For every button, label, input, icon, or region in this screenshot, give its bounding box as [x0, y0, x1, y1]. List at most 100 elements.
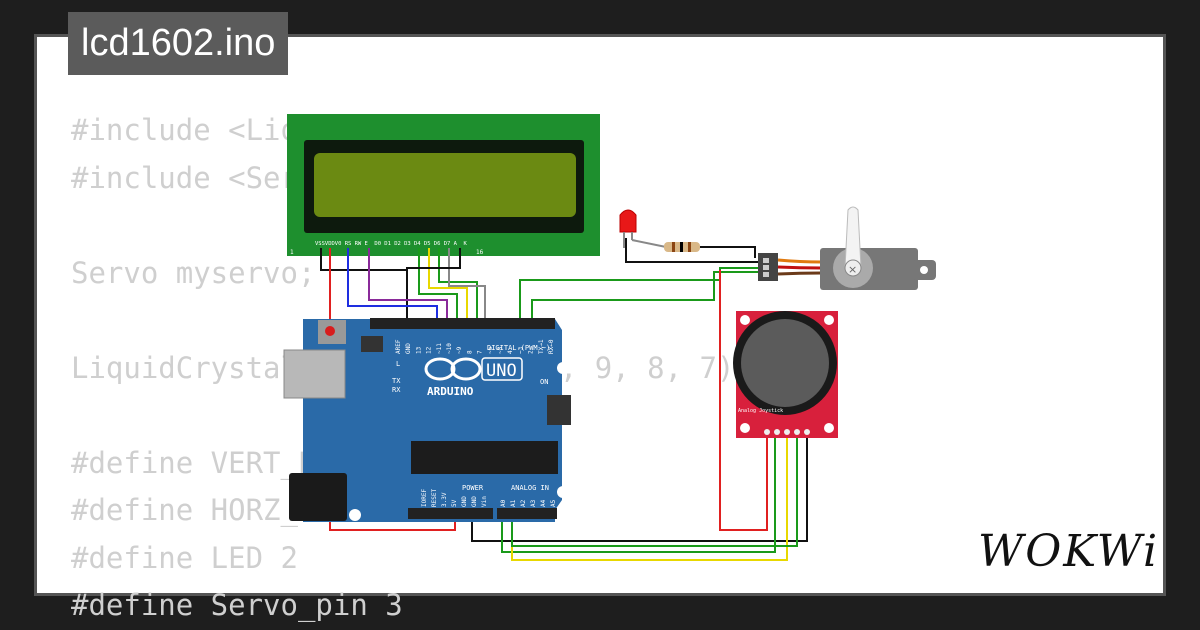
digital-pin-label: 2	[528, 350, 535, 354]
lcd-pin-first: 1	[290, 249, 294, 256]
on-label: ON	[540, 378, 548, 386]
lcd-pin-label: VDD	[325, 241, 335, 247]
power-pin-label: 3.3V	[441, 492, 448, 507]
analog-pin-label: A5	[550, 499, 557, 507]
uno-label: UNO	[486, 361, 517, 381]
code-line: Servo myservo;	[71, 255, 316, 290]
joystick-knob[interactable]	[741, 319, 829, 407]
wire-lcd-d6	[438, 248, 478, 321]
digital-pin-label: GND	[405, 343, 412, 354]
analog-pin-label: A3	[530, 499, 537, 507]
wire-joystick-vert	[501, 436, 776, 553]
lcd-pin-label: A	[454, 241, 458, 247]
digital-pin-label: ~11	[436, 343, 443, 354]
icsp-header	[361, 336, 571, 425]
arduino-logo-text: ARDUINO	[427, 385, 474, 398]
digital-pin-label: 7	[477, 350, 484, 354]
digital-pin-label: ~10	[446, 343, 453, 354]
analog-pin-label: A1	[510, 499, 517, 507]
lcd-pin-label: D0	[374, 241, 381, 247]
joystick-pins	[764, 429, 810, 435]
joystick-label: Analog Joystick	[738, 408, 783, 414]
wire-lcd-k-gnd	[406, 248, 461, 269]
mount-hole	[557, 362, 569, 374]
code-line: #define LED 2	[71, 540, 298, 575]
uno-badge	[481, 357, 523, 381]
digital-pin-label: 12	[426, 346, 433, 354]
lcd-pin-label: D5	[424, 241, 431, 247]
wire-lcd-d4	[418, 248, 458, 321]
file-tab[interactable]: lcd1602.ino	[68, 12, 289, 75]
analog-joystick[interactable]: Analog Joystick	[733, 311, 838, 438]
power-pin-label: IOREF	[421, 489, 428, 507]
resistor[interactable]	[631, 239, 700, 252]
analog-pin-label: A2	[520, 499, 527, 507]
servo-horn[interactable]	[844, 206, 862, 269]
wokwi-logo: WOKWi	[978, 526, 1160, 577]
l-led-label: L	[396, 360, 400, 368]
power-label: POWER	[462, 484, 484, 492]
lcd-pin-last: 16	[476, 249, 484, 256]
wire-joystick-vcc	[719, 270, 768, 531]
atmega-chip	[411, 441, 558, 474]
lcd-pin-label: VSS	[315, 241, 325, 247]
power-pin-label: 5V	[451, 499, 458, 507]
servo-motor[interactable]: ×	[758, 206, 936, 290]
lcd-pin-label: D4	[414, 241, 421, 247]
svg-text:×: ×	[848, 263, 857, 276]
lcd-pin-label: D1	[384, 241, 391, 247]
lcd-pin-label: D7	[444, 241, 451, 247]
digital-pin-label: ~3	[517, 346, 524, 354]
digital-pin-label: TX→1	[538, 339, 545, 354]
wire-lcd-rs	[347, 248, 438, 321]
digital-label: DIGITAL (PWM ~)	[487, 344, 550, 352]
rx-label: RX	[392, 386, 401, 394]
power-jack	[289, 473, 347, 521]
digital-pin-label: 8	[466, 350, 473, 354]
analog-label: ANALOG IN	[511, 484, 549, 492]
usb-port	[283, 349, 346, 399]
arduino-logo: ARDUINO	[424, 357, 482, 398]
arduino-uno[interactable]: ARDUINO UNO ON L TX RX DIGITAL (PWM ~) A…	[283, 318, 571, 522]
lcd-screen[interactable]	[314, 153, 576, 217]
digital-pin-label: ~6	[487, 346, 494, 354]
led-body	[619, 209, 637, 233]
lcd-pin-label: RS	[345, 241, 352, 247]
digital-pin-label: ~5	[497, 346, 504, 354]
reset-button[interactable]	[325, 326, 335, 336]
tx-label: TX	[392, 377, 401, 385]
lcd-pin-label: K	[464, 241, 468, 247]
analog-header	[497, 508, 557, 519]
mount-hole	[349, 509, 361, 521]
lcd-pin-label: D2	[394, 241, 401, 247]
power-pin-label: Vin	[481, 496, 488, 507]
power-pin-label: GND	[471, 496, 478, 507]
wire-joystick-sel	[511, 436, 798, 547]
wire-servo-signal	[519, 267, 760, 321]
digital-pin-label: RX←0	[548, 339, 555, 354]
analog-pin-label: A4	[540, 499, 547, 507]
wire-led-d2	[531, 271, 760, 321]
lcd-pin-label: RW	[355, 241, 362, 247]
power-pin-label: RESET	[431, 489, 438, 507]
wire-resistor-led	[700, 246, 756, 258]
analog-pin-label: A0	[500, 499, 507, 507]
wire-servo-gnd	[625, 238, 760, 263]
wire-lcd-vss-gnd	[320, 248, 408, 321]
red-led[interactable]	[619, 209, 637, 248]
power-pin-label: GND	[461, 496, 468, 507]
digital-pin-label: ~9	[456, 346, 463, 354]
wire-lcd-e	[368, 248, 448, 321]
lcd-pin-label: V0	[335, 241, 342, 247]
digital-pin-label: 4	[507, 350, 514, 354]
code-line: #define Servo_pin 3	[71, 588, 403, 622]
lcd-pin-label: D6	[434, 241, 441, 247]
digital-pin-label: AREF	[395, 339, 402, 354]
digital-pin-label: 13	[415, 346, 422, 354]
